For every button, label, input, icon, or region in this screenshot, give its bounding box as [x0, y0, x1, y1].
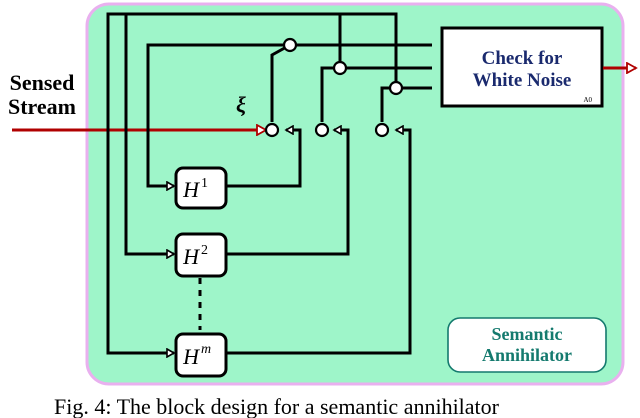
hypothesis-sup: m	[201, 342, 211, 357]
junction-node	[282, 37, 298, 53]
hypothesis-block-2: H 2	[174, 232, 228, 278]
comparator-node	[314, 122, 330, 138]
hypothesis-base: H	[182, 177, 200, 202]
junction-node	[388, 80, 404, 96]
hypothesis-base: H	[182, 244, 200, 269]
hypothesis-block-m: H m	[174, 332, 228, 378]
comparator-node	[264, 122, 280, 138]
input-label-line2: Stream	[8, 94, 76, 119]
hypothesis-base: H	[182, 344, 200, 369]
comparator-node	[374, 122, 390, 138]
check-box-tag: A0	[583, 96, 592, 104]
check-box-line1: Check for	[482, 48, 563, 69]
annihilator-line1: Semantic	[492, 324, 563, 344]
annihilator-label-box: Semantic Annihilator	[447, 317, 607, 373]
xi-symbol: ξ	[236, 92, 246, 117]
hypothesis-sup: 1	[201, 176, 208, 191]
input-label-line1: Sensed	[10, 70, 75, 95]
hypothesis-block-1: H 1	[174, 166, 228, 210]
check-box-line2: White Noise	[473, 70, 572, 91]
junction-node	[332, 60, 348, 76]
annihilator-line2: Annihilator	[482, 345, 572, 365]
figure-caption: Fig. 4: The block design for a semantic …	[54, 394, 500, 418]
check-white-noise-block: Check for White Noise A0	[440, 26, 604, 108]
hypothesis-sup: 2	[201, 243, 208, 258]
